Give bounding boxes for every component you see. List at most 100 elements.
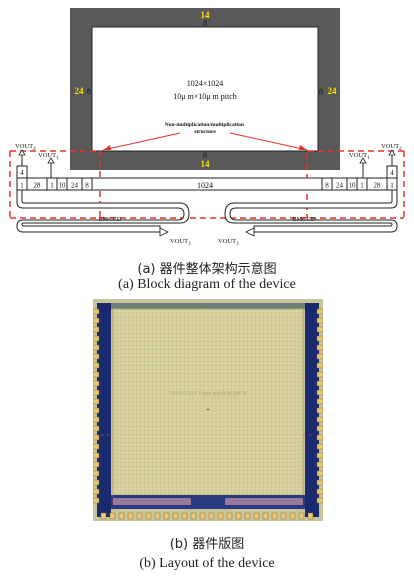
readout-left-cell-label: 1 — [20, 182, 24, 190]
layout-bond-pad — [93, 353, 100, 360]
structure-label: Non-multiplication/multiplication struct… — [165, 122, 246, 135]
right-stack-label: 4 — [390, 169, 394, 177]
layout-bond-pad — [253, 512, 260, 520]
layout-bond-pad — [93, 380, 100, 387]
layout-bond-pad — [93, 389, 100, 396]
layout-bond-pad — [93, 308, 100, 315]
layout-bond-pad — [316, 470, 323, 477]
layout-red-guides — [101, 434, 315, 503]
vout3-left-label: VOUT3 — [170, 238, 191, 247]
readout-right-cell-label: 8 — [325, 182, 329, 190]
readout-left-cell-label: 24 — [71, 182, 79, 190]
layout-bond-pad — [316, 389, 323, 396]
layout-bond-pad — [93, 461, 100, 468]
block-diagram: 14 8 24 8 24 8 8 14 1024×1024 10μ m×10μ … — [9, 8, 405, 247]
vout1-left-label: VOUT1 — [38, 152, 59, 161]
layout-pads-right — [316, 308, 323, 504]
caption-b-cn: (b) 器件版图 — [169, 537, 245, 552]
layout-bond-pad — [93, 398, 100, 405]
layout-bond-pad — [307, 512, 314, 520]
layout-bond-pad — [316, 488, 323, 495]
layout-bond-pad — [298, 512, 305, 520]
layout-bond-pad — [181, 512, 188, 520]
layout-bond-pad — [244, 512, 251, 520]
emccd-right-register — [224, 189, 398, 233]
layout-bond-pad — [316, 371, 323, 378]
layout-frame-top-bar — [111, 303, 305, 309]
layout-center-mark: + — [206, 405, 211, 414]
border-left-label: 24 — [75, 86, 85, 96]
vout2-right-label: VOUT2 — [381, 143, 402, 152]
layout-bond-pad — [93, 407, 100, 414]
readout-right-cell-label: 24 — [336, 182, 344, 190]
layout-bond-pad — [190, 512, 197, 520]
structure-arrowhead-right — [299, 145, 307, 150]
layout-bond-pad — [172, 512, 179, 520]
layout-bond-pad — [316, 407, 323, 414]
layout-bond-pad — [93, 452, 100, 459]
layout-bond-pad — [316, 452, 323, 459]
vout-arrowheads — [18, 149, 396, 164]
caption-a-cn: (a) 器件整体架构示意图 — [137, 262, 277, 277]
layout-bond-pad — [154, 512, 161, 520]
layout-pads-left — [93, 308, 100, 504]
layout-pads-bottom — [100, 512, 314, 520]
layout-bond-pad — [93, 443, 100, 450]
layout-bond-pad — [93, 425, 100, 432]
vout1-right-label: VOUT1 — [349, 152, 370, 161]
readout-right-cell-label: 1 — [360, 182, 364, 190]
vout3-right-label: VOUT3 — [218, 238, 239, 247]
layout-bond-pad — [316, 308, 323, 315]
pixel-array — [91, 26, 319, 152]
emccd-left-register — [16, 189, 190, 233]
readout-right-cell-label: 10 — [349, 182, 357, 190]
layout-bond-pad — [316, 398, 323, 405]
layout-bond-pad — [316, 380, 323, 387]
structure-arrow-right — [229, 132, 308, 151]
layout-bond-pad — [199, 512, 206, 520]
border-bottom-label: 14 — [201, 159, 211, 169]
vout3-right-arrowhead — [245, 227, 255, 237]
layout-bond-pad — [316, 353, 323, 360]
emccd-right-label: EMCCD — [292, 216, 315, 223]
layout-bond-pad — [289, 512, 296, 520]
vout2-left-label: VOUT2 — [15, 143, 36, 152]
layout-bond-pad — [163, 512, 170, 520]
layout-image: 1024×1024 10μm pitch SCMOS + — [93, 299, 323, 521]
layout-bond-pad — [217, 512, 224, 520]
pitch-label: 10μ m×10μ m pitch — [173, 92, 237, 101]
layout-bond-pad — [316, 362, 323, 369]
structure-arrow-left — [102, 132, 181, 151]
inner-top-label: 8 — [203, 19, 207, 28]
readout-right-cell-label: 1 — [390, 182, 394, 190]
layout-bond-pad — [93, 488, 100, 495]
layout-bond-pad — [316, 497, 323, 504]
layout-frame-right — [305, 303, 319, 517]
layout-bond-pad — [316, 425, 323, 432]
readout-left-cell-label: 8 — [85, 182, 89, 190]
inner-left-label: 8 — [87, 87, 91, 96]
layout-bond-pad — [93, 434, 100, 441]
layout-bond-pad — [316, 461, 323, 468]
readout-center-label: 1024 — [197, 181, 213, 190]
red-dash-guides — [9, 150, 405, 219]
layout-bond-pad — [316, 326, 323, 333]
layout-bond-pad — [93, 416, 100, 423]
layout-bond-pad — [118, 512, 125, 520]
layout-bond-pad — [93, 470, 100, 477]
inner-bottom-label: 8 — [203, 151, 207, 160]
layout-readout-left — [113, 498, 191, 505]
layout-bond-pad — [93, 479, 100, 486]
left-stack-label: 4 — [20, 169, 24, 177]
layout-bond-pad — [145, 512, 152, 520]
layout-bond-pad — [93, 497, 100, 504]
layout-frame-left — [97, 303, 111, 517]
caption-b-en: (b) Layout of the device — [139, 556, 275, 571]
layout-bond-pad — [316, 443, 323, 450]
readout-left-cell-label: 10 — [59, 182, 67, 190]
emccd-left-label: EMCCD — [98, 216, 121, 223]
layout-overlay-text: 1024×1024 10μm pitch SCMOS — [169, 391, 247, 397]
layout-bond-pad — [316, 416, 323, 423]
